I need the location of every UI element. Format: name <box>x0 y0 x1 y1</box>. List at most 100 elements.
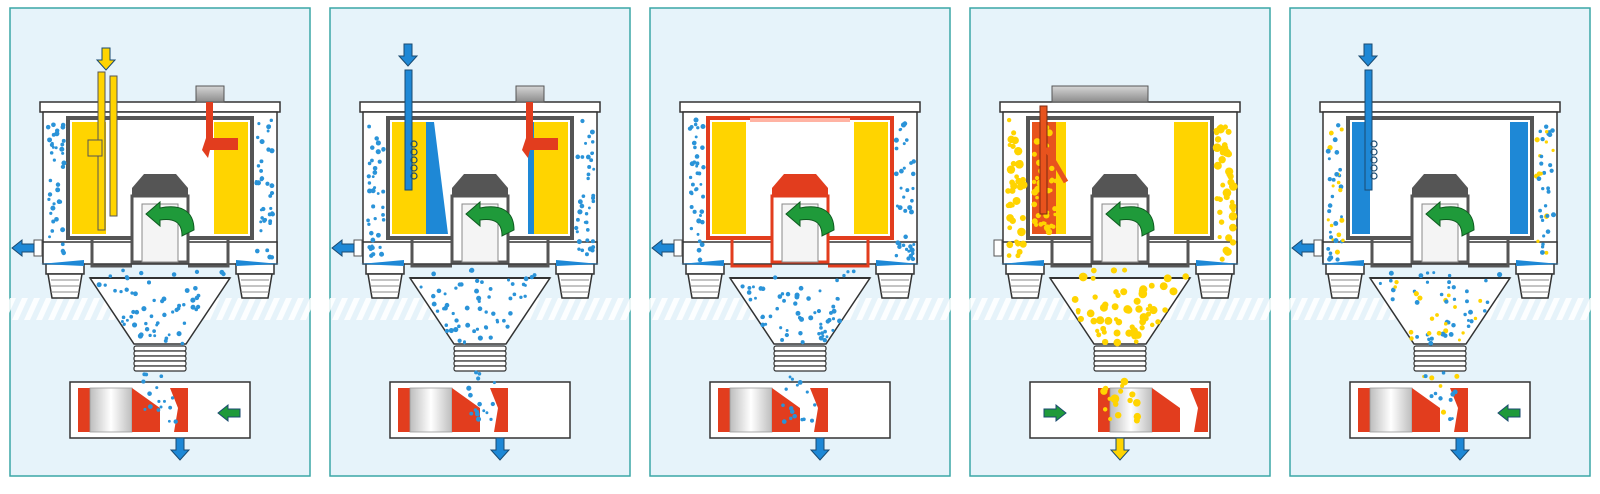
water-droplet <box>577 247 581 251</box>
water-droplet <box>131 309 136 315</box>
outlet-port <box>673 239 683 257</box>
water-droplet <box>1338 187 1343 193</box>
water-droplet <box>1429 375 1435 381</box>
water-droplet <box>141 379 146 384</box>
product-droplet <box>1214 136 1222 143</box>
bellows-ring <box>133 360 187 367</box>
water-droplet <box>575 217 580 222</box>
water-droplet <box>375 149 381 155</box>
water-droplet <box>780 338 785 342</box>
water-droplet <box>895 240 901 246</box>
product-droplet <box>1045 129 1053 137</box>
floor-stripe <box>1520 298 1536 320</box>
water-droplet <box>831 328 835 332</box>
product-droplet <box>1015 160 1024 169</box>
water-droplet <box>61 151 65 155</box>
water-droplet <box>1332 137 1338 143</box>
water-droplet <box>375 140 381 146</box>
water-droplet <box>431 271 436 277</box>
water-droplet <box>1544 140 1548 144</box>
floor-stripe <box>1496 298 1512 320</box>
water-droplet <box>377 159 382 164</box>
water-droplet <box>587 206 591 210</box>
product-droplet <box>1231 207 1236 213</box>
water-droplet <box>780 292 785 296</box>
bellows-ring <box>133 350 187 357</box>
water-droplet <box>798 285 804 291</box>
water-droplet <box>1483 309 1487 313</box>
water-droplet <box>1336 123 1341 128</box>
water-droplet <box>259 176 265 181</box>
water-droplet <box>782 298 786 303</box>
green-curved-arrow-icon <box>1425 200 1475 237</box>
water-droplet <box>371 252 376 257</box>
floor-stripe <box>216 298 232 320</box>
drain-wedge <box>236 260 280 266</box>
water-droplet <box>809 418 815 423</box>
outlet-flange <box>90 238 230 268</box>
water-droplet <box>689 190 694 195</box>
product-droplet <box>1225 150 1233 158</box>
product-droplet <box>1101 329 1107 335</box>
water-droplet <box>692 140 697 145</box>
floor-stripe <box>1164 298 1180 320</box>
water-droplet <box>1333 221 1339 226</box>
blue-down-arrow-icon <box>1449 437 1471 461</box>
water-droplet <box>577 199 583 205</box>
water-droplet <box>477 335 483 341</box>
water-droplet <box>155 323 159 327</box>
water-droplet <box>898 128 902 132</box>
water-droplet <box>1447 273 1452 278</box>
water-droplet <box>454 286 458 290</box>
water-droplet <box>194 269 200 275</box>
product-droplet <box>1091 267 1097 274</box>
water-droplet <box>1466 324 1471 329</box>
floor-stripe <box>652 298 668 320</box>
water-droplet <box>1390 297 1395 302</box>
blue-left-arrow-icon <box>331 238 355 258</box>
water-droplet <box>897 244 902 250</box>
product-droplet <box>1034 175 1040 181</box>
water-droplet <box>144 372 149 377</box>
water-droplet <box>523 276 529 282</box>
water-droplet <box>54 146 58 150</box>
water-droplet <box>687 126 693 131</box>
water-droplet <box>1330 194 1335 199</box>
water-droplet <box>1417 295 1423 301</box>
product-droplet <box>1108 416 1113 422</box>
water-droplet <box>1440 409 1447 415</box>
water-droplet <box>905 188 910 193</box>
product-droplet <box>1110 267 1118 274</box>
water-droplet <box>586 176 590 181</box>
drain-wedge <box>1320 260 1364 266</box>
water-droplet <box>468 268 473 273</box>
water-droplet <box>502 318 506 323</box>
product-droplet <box>1031 179 1037 185</box>
water-droplet <box>148 333 152 338</box>
water-droplet <box>1448 397 1453 402</box>
water-droplet <box>805 390 809 394</box>
water-droplet <box>259 220 263 224</box>
product-droplet <box>1043 221 1047 226</box>
floor-stripe <box>952 298 968 320</box>
water-droplet <box>800 417 804 422</box>
water-droplet <box>1339 127 1344 132</box>
water-droplet <box>1414 300 1420 305</box>
water-droplet <box>371 204 376 209</box>
water-droplet <box>1335 257 1340 262</box>
product-droplet <box>1113 338 1122 347</box>
product-droplet <box>1129 324 1135 330</box>
water-droplet <box>585 238 590 243</box>
water-droplet <box>760 286 766 292</box>
product-droplet <box>1090 317 1098 325</box>
top-rim <box>750 118 850 122</box>
water-droplet <box>1341 238 1345 243</box>
product-droplet <box>1075 308 1081 313</box>
product-droplet <box>1227 178 1235 186</box>
nozzle-cap <box>772 174 828 196</box>
floor-stripe <box>356 298 372 320</box>
water-droplet <box>506 278 511 282</box>
water-droplet <box>190 297 196 303</box>
green-curved-arrow-icon <box>785 200 835 237</box>
support-foot-right <box>1195 260 1240 299</box>
